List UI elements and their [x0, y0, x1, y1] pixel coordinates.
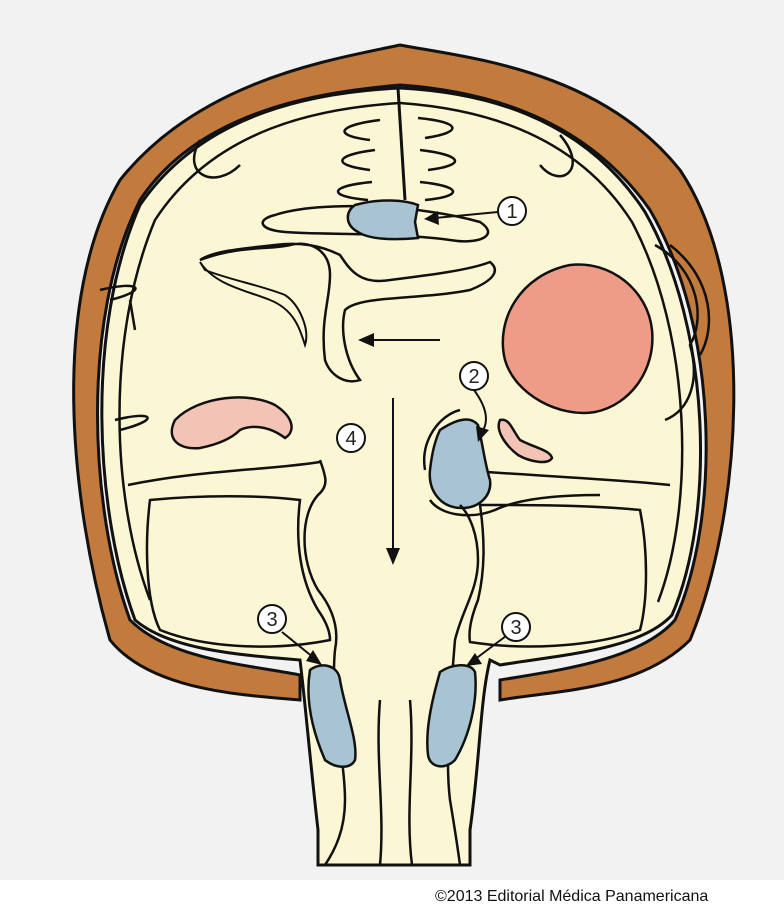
callout-3-left-label: 3 [266, 609, 277, 631]
callout-1-label: 1 [506, 201, 517, 223]
mass-lesion [503, 264, 653, 412]
callout-4-label: 4 [345, 428, 356, 450]
callout-3-right-label: 3 [510, 617, 521, 639]
ventricle-fluid-1 [348, 200, 418, 239]
copyright-notice: ©2013 Editorial Médica Panamericana [435, 888, 708, 906]
brain-herniation-diagram: 1 2 3 3 4 [0, 0, 784, 880]
callout-2-label: 2 [468, 366, 479, 388]
